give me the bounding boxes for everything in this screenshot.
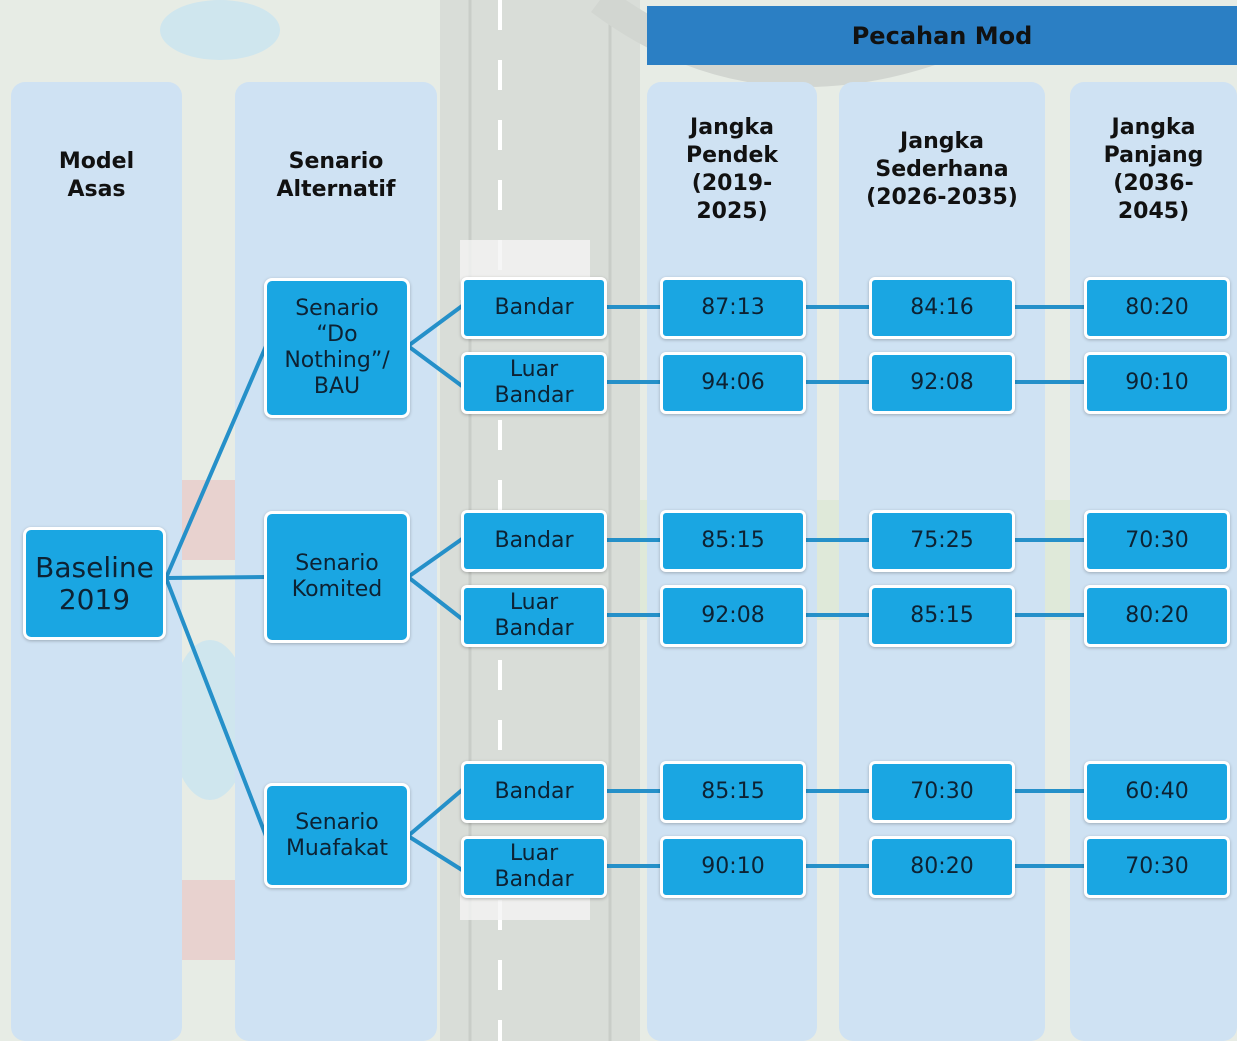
pecahan-mod-banner: Pecahan Mod <box>647 6 1237 65</box>
value-node-long: 90:10 <box>1084 352 1230 414</box>
column-header-short: Jangka Pendek (2019- 2025) <box>685 115 778 224</box>
value-node-medium: 70:30 <box>869 761 1015 823</box>
column-header-medium: Jangka Sederhana (2026-2035) <box>866 129 1018 210</box>
area-node-bandar: Bandar <box>461 510 607 572</box>
scenario-node-muafakat: Senario Muafakat <box>264 783 410 888</box>
value-node-long: 60:40 <box>1084 761 1230 823</box>
value-node-long: 70:30 <box>1084 510 1230 572</box>
scenario-node-do-nothing: Senario “Do Nothing”/ BAU <box>264 278 410 418</box>
area-node-bandar: Bandar <box>461 761 607 823</box>
value-node-short: 87:13 <box>660 277 806 339</box>
column-header-long: Jangka Panjang (2036- 2045) <box>1103 115 1204 224</box>
value-node-long: 80:20 <box>1084 277 1230 339</box>
value-node-medium: 75:25 <box>869 510 1015 572</box>
value-node-long: 70:30 <box>1084 836 1230 898</box>
column-header-scenario: Senario Alternatif <box>276 149 396 202</box>
value-node-medium: 85:15 <box>869 585 1015 647</box>
scenario-node-komited: Senario Komited <box>264 511 410 643</box>
column-header-model: Model Asas <box>58 149 135 202</box>
area-node-luar-bandar: Luar Bandar <box>461 352 607 414</box>
value-node-medium: 80:20 <box>869 836 1015 898</box>
value-node-short: 92:08 <box>660 585 806 647</box>
value-node-short: 94:06 <box>660 352 806 414</box>
baseline-node: Baseline 2019 <box>23 527 166 640</box>
area-node-luar-bandar: Luar Bandar <box>461 836 607 898</box>
value-node-short: 85:15 <box>660 510 806 572</box>
value-node-medium: 84:16 <box>869 277 1015 339</box>
area-node-bandar: Bandar <box>461 277 607 339</box>
value-node-short: 90:10 <box>660 836 806 898</box>
value-node-long: 80:20 <box>1084 585 1230 647</box>
area-node-luar-bandar: Luar Bandar <box>461 585 607 647</box>
value-node-short: 85:15 <box>660 761 806 823</box>
value-node-medium: 92:08 <box>869 352 1015 414</box>
